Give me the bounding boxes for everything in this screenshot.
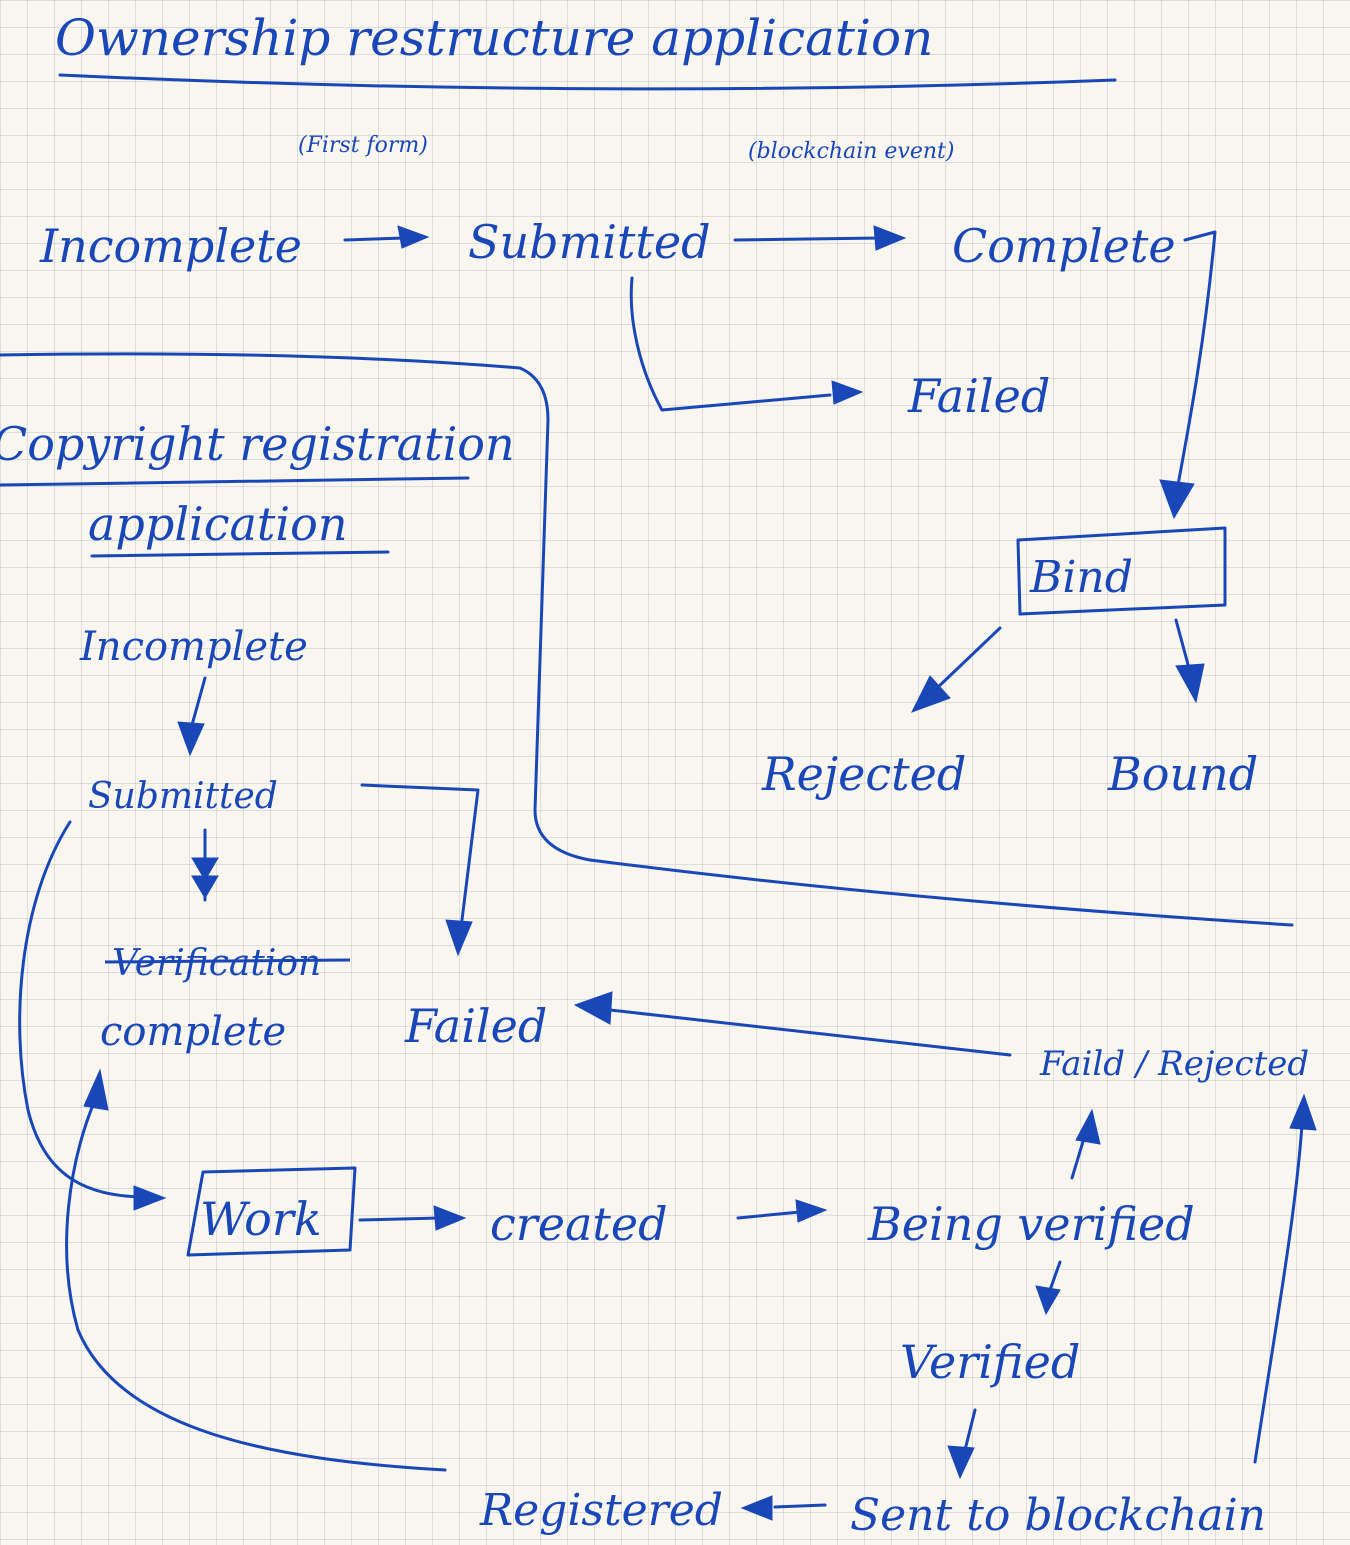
- arrow-sent-registered: [773, 1503, 827, 1509]
- cr-state-failed-rejected: Faild / Rejected: [1039, 1044, 1309, 1084]
- arrow-verified-sent: [963, 1408, 977, 1452]
- arrowhead: [740, 1495, 773, 1521]
- state-rejected: Rejected: [761, 747, 966, 801]
- arrow-created-being-verified: [736, 1210, 802, 1220]
- arrow-sent-rejected: [1253, 1123, 1304, 1464]
- cr-state-failed: Failed: [404, 999, 547, 1053]
- arrow-being-verified-verified: [1048, 1260, 1062, 1292]
- arrowhead: [133, 1185, 167, 1211]
- arrow-work-created: [358, 1216, 442, 1222]
- copyright-heading-line1: Copyright registration: [0, 417, 515, 471]
- state-complete: Complete: [952, 219, 1176, 273]
- arrowhead: [910, 675, 951, 713]
- arrowhead: [433, 1205, 467, 1231]
- arrow-bind-bound: [1174, 618, 1192, 674]
- heading-underline-2: [90, 550, 390, 558]
- arrowhead: [1075, 1108, 1101, 1145]
- arrow-submitted-complete: [733, 236, 882, 242]
- arrowhead: [831, 380, 864, 405]
- bind-box: [1016, 526, 1227, 616]
- arrow-registered-to-complete: [65, 1098, 447, 1472]
- arrowhead: [1289, 1093, 1317, 1131]
- state-bind: Bind: [1029, 552, 1133, 603]
- cr-state-submitted: Submitted: [88, 776, 278, 817]
- cr-state-complete: complete: [100, 1009, 286, 1055]
- arrow-bind-rejected: [933, 626, 1002, 692]
- arrowhead: [873, 225, 907, 251]
- arrow-being-verified-rejected: [1070, 1133, 1087, 1180]
- cr-state-sent-to-blockchain: Sent to blockchain: [850, 1490, 1266, 1541]
- arrowhead: [1159, 479, 1195, 520]
- arrowhead: [397, 225, 430, 249]
- state-bound: Bound: [1107, 747, 1258, 801]
- arrowhead: [191, 875, 219, 899]
- arrow-cr-submitted-failed: [360, 783, 480, 922]
- note-first-form: (First form): [298, 133, 428, 158]
- arrowhead: [1175, 663, 1205, 704]
- arrow-complete-bind: [1176, 230, 1217, 487]
- work-box: [186, 1166, 357, 1257]
- arrowhead: [177, 721, 205, 757]
- state-failed: Failed: [907, 369, 1050, 423]
- struck-word: Verification: [112, 943, 321, 984]
- arrowhead: [83, 1068, 109, 1111]
- state-incomplete: Incomplete: [39, 219, 302, 273]
- arrow-cr-incomplete-submitted: [190, 676, 207, 727]
- arrow-submitted-to-work: [18, 820, 142, 1199]
- note-blockchain-event: (blockchain event): [748, 139, 954, 164]
- heading-underline-1: [0, 476, 470, 487]
- arrowhead: [191, 857, 219, 881]
- arrowhead: [573, 991, 613, 1025]
- arrow-incomplete-submitted: [343, 236, 407, 242]
- arrowhead: [795, 1199, 828, 1223]
- cr-state-created: created: [490, 1197, 668, 1251]
- cr-state-registered: Registered: [479, 1485, 723, 1536]
- section-divider: [0, 352, 1294, 927]
- page-title: Ownership restructure application: [55, 9, 933, 67]
- title-underline: [58, 73, 1117, 91]
- cr-state-being-verified: Being verified: [867, 1197, 1195, 1251]
- arrow-submitted-failed: [629, 276, 832, 412]
- cr-state-incomplete: Incomplete: [79, 624, 308, 670]
- arrowhead: [947, 1445, 975, 1480]
- cr-state-verified: Verified: [900, 1335, 1080, 1389]
- arrowhead: [1035, 1285, 1061, 1316]
- strikethrough: [104, 958, 351, 964]
- arrowhead: [445, 919, 473, 957]
- copyright-heading-line2: application: [88, 497, 347, 551]
- state-submitted: Submitted: [468, 215, 711, 269]
- cr-state-work: Work: [200, 1192, 322, 1246]
- arrow-rejected-to-failed: [608, 1008, 1012, 1057]
